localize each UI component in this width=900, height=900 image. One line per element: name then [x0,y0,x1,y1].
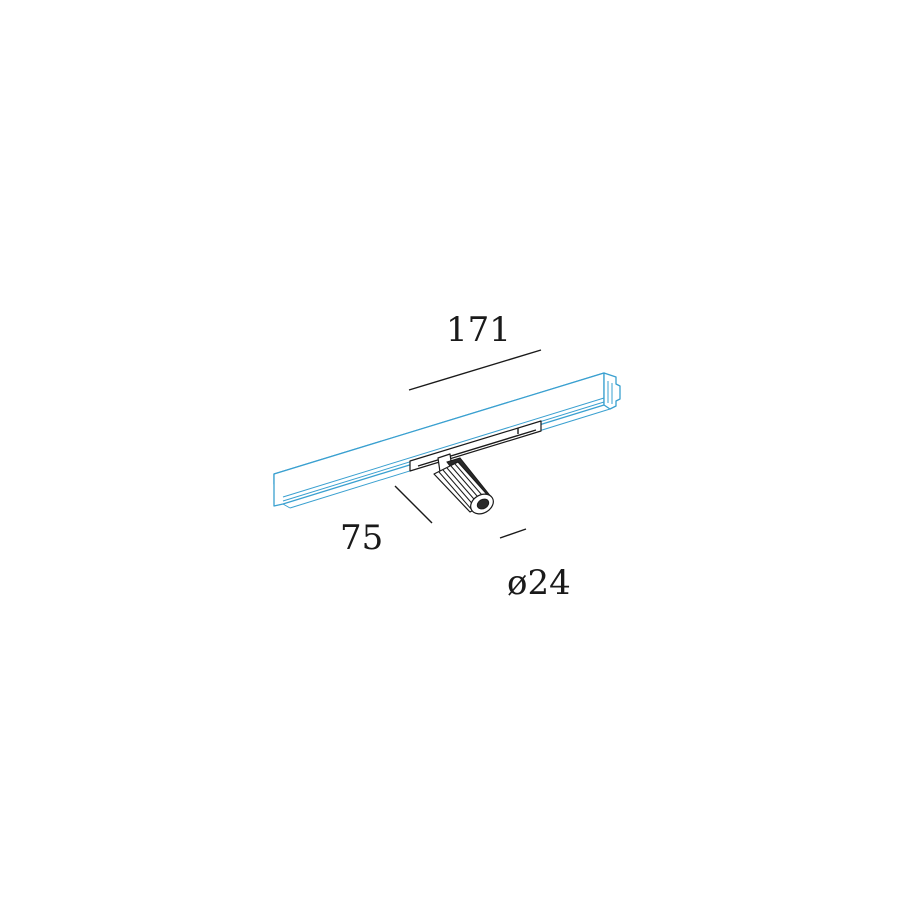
length-dimension: 171 [408,310,542,391]
spotlight-fin [442,469,477,509]
spotlight-fin [438,471,473,511]
rail-groove-line [282,397,605,498]
length-dimension-label: 171 [446,310,511,350]
diameter-dimension-line [499,528,527,539]
depth-dimension: 75 [340,485,433,558]
length-dimension-line [408,349,542,391]
diameter-dimension-label: ø24 [507,563,571,603]
rail-groove-line [282,503,291,509]
adapter-line [417,429,537,467]
diameter-dimension: ø24 [499,528,571,603]
rail-front-face [273,372,605,507]
spotlight-lens [476,498,490,510]
depth-dimension-line [394,485,433,524]
spotlight [433,453,494,515]
depth-dimension-label: 75 [340,518,383,558]
